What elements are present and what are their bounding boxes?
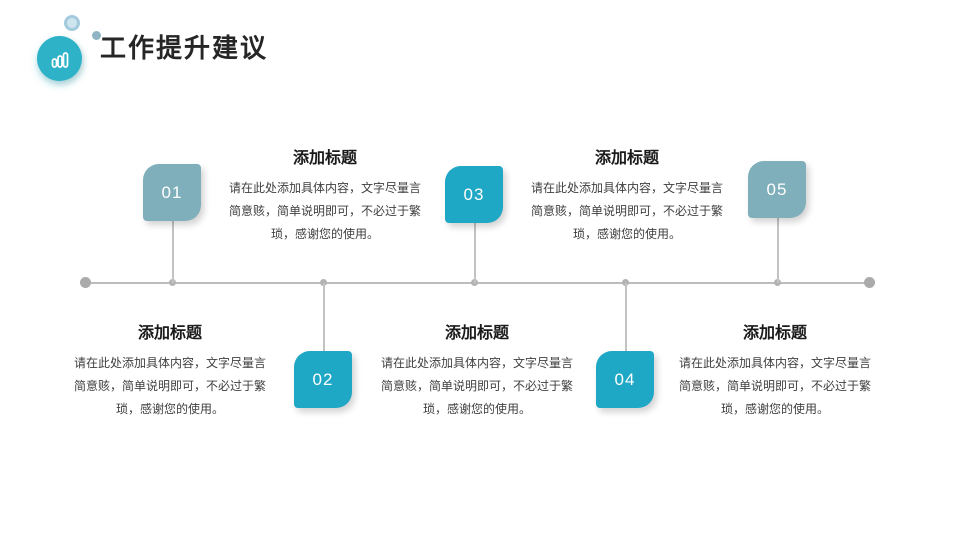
block-title: 添加标题 [137,325,202,342]
decor-dot [92,31,101,40]
text-block-top-2: 添加标题 请在此处添加具体内容，文字尽量言简意赅，简单说明即可，不必过于繁琐，感… [528,150,726,246]
text-block-bottom-2: 添加标题 请在此处添加具体内容，文字尽量言简意赅，简单说明即可，不必过于繁琐，感… [378,325,576,421]
block-body: 请在此处添加具体内容，文字尽量言简意赅，简单说明即可，不必过于繁琐，感谢您的使用… [530,181,723,241]
connector-line [625,283,627,352]
block-body: 请在此处添加具体内容，文字尽量言简意赅，简单说明即可，不必过于繁琐，感谢您的使用… [73,356,266,416]
text-block-bottom-3: 添加标题 请在此处添加具体内容，文字尽量言简意赅，简单说明即可，不必过于繁琐，感… [676,325,874,421]
block-body: 请在此处添加具体内容，文字尽量言简意赅，简单说明即可，不必过于繁琐，感谢您的使用… [228,181,421,241]
step-number: 04 [614,369,636,389]
step-number: 01 [161,182,183,202]
connector-line [323,283,325,352]
connector-line [172,220,174,283]
step-box-05: 05 [748,161,806,218]
block-body: 请在此处添加具体内容，文字尽量言简意赅，简单说明即可，不必过于繁琐，感谢您的使用… [678,356,871,416]
decor-ring-circle [64,15,80,31]
step-box-03: 03 [445,166,503,223]
block-title: 添加标题 [292,150,357,167]
step-box-02: 02 [294,351,352,408]
bar-chart-icon [48,47,72,71]
block-title: 添加标题 [594,150,659,167]
step-number: 05 [766,179,788,199]
connector-line [777,217,779,283]
step-box-01: 01 [143,164,201,221]
block-body: 请在此处添加具体内容，文字尽量言简意赅，简单说明即可，不必过于繁琐，感谢您的使用… [380,356,573,416]
timeline-node-dot [320,279,327,286]
block-title: 添加标题 [742,325,807,342]
page-title: 工作提升建议 [100,33,269,63]
text-block-top-1: 添加标题 请在此处添加具体内容，文字尽量言简意赅，简单说明即可，不必过于繁琐，感… [226,150,424,246]
step-number: 02 [312,369,334,389]
timeline-start-dot [80,277,91,288]
step-box-04: 04 [596,351,654,408]
block-title: 添加标题 [444,325,509,342]
header-badge [37,36,82,81]
text-block-bottom-1: 添加标题 请在此处添加具体内容，文字尽量言简意赅，简单说明即可，不必过于繁琐，感… [71,325,269,421]
timeline-node-dot [622,279,629,286]
connector-line [474,222,476,283]
step-number: 03 [463,184,485,204]
timeline-end-dot [864,277,875,288]
